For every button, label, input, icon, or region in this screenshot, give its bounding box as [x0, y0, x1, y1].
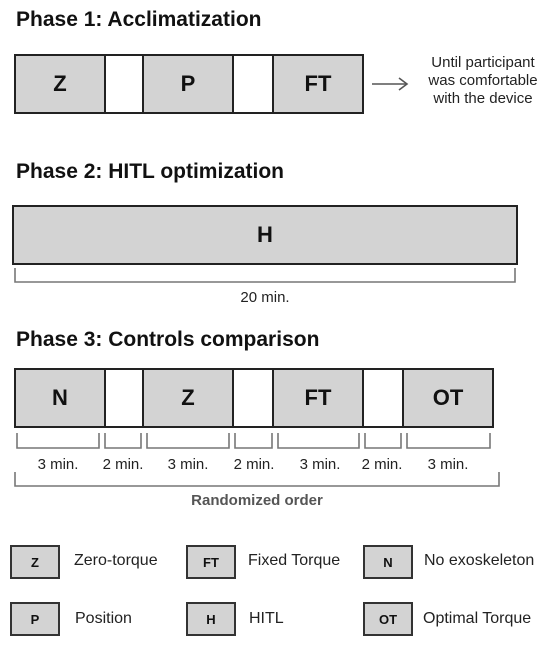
legend-label-ot: Optimal Torque: [423, 610, 532, 627]
legend-swatch-ft: FT: [186, 545, 236, 579]
phase3-block-n: N: [14, 368, 106, 428]
phase3-block-z: Z: [142, 368, 234, 428]
phase3-duration-7: 3 min.: [427, 456, 469, 473]
phase1-note-line-2: was comfortable: [428, 72, 538, 89]
phase3-bracket-5: [277, 433, 360, 449]
phase3-duration-6: 2 min.: [361, 456, 403, 473]
phase3-bracket-2: [104, 433, 142, 449]
phase3-rest-1: [104, 368, 144, 428]
phase1-title: Phase 1: Acclimatization: [16, 8, 262, 31]
phase3-duration-4: 2 min.: [233, 456, 275, 473]
phase3-duration-5: 3 min.: [299, 456, 341, 473]
legend-label-ft: Fixed Torque: [248, 552, 341, 569]
phase3-block-ft: FT: [272, 368, 364, 428]
phase2-bracket: [14, 268, 516, 283]
phase1-block-p: P: [142, 54, 234, 114]
legend-label-p: Position: [75, 610, 132, 627]
legend-swatch-p: P: [10, 602, 60, 636]
legend-swatch-ot: OT: [363, 602, 413, 636]
phase3-bracket-1: [16, 433, 100, 449]
phase3-bracket-7: [406, 433, 491, 449]
legend-swatch-h: H: [186, 602, 236, 636]
phase3-order-bracket: [14, 472, 500, 487]
phase2-title: Phase 2: HITL optimization: [16, 160, 284, 183]
phase1-note-line-3: with the device: [433, 90, 533, 107]
phase3-block-ot: OT: [402, 368, 494, 428]
phase3-duration-1: 3 min.: [37, 456, 79, 473]
phase1-arrow-icon: [372, 77, 409, 91]
phase3-duration-3: 3 min.: [167, 456, 209, 473]
legend-label-h: HITL: [249, 610, 284, 627]
phase1-note-line-1: Until participant: [431, 54, 535, 71]
phase2-block-h: H: [12, 205, 518, 265]
phase3-order-caption: Randomized order: [191, 492, 323, 509]
legend-swatch-n: N: [363, 545, 413, 579]
phase3-bracket-6: [364, 433, 402, 449]
legend-label-n: No exoskeleton: [424, 552, 535, 569]
legend-swatch-z: Z: [10, 545, 60, 579]
phase3-title: Phase 3: Controls comparison: [16, 328, 320, 351]
phase1-block-ft: FT: [272, 54, 364, 114]
phase2-duration: 20 min.: [240, 289, 290, 306]
phase3-duration-2: 2 min.: [102, 456, 144, 473]
phase1-note: Until participant was comfortable with t…: [416, 54, 550, 108]
legend-label-z: Zero-torque: [74, 552, 158, 569]
phase3-bracket-3: [146, 433, 230, 449]
phase3-bracket-4: [234, 433, 273, 449]
